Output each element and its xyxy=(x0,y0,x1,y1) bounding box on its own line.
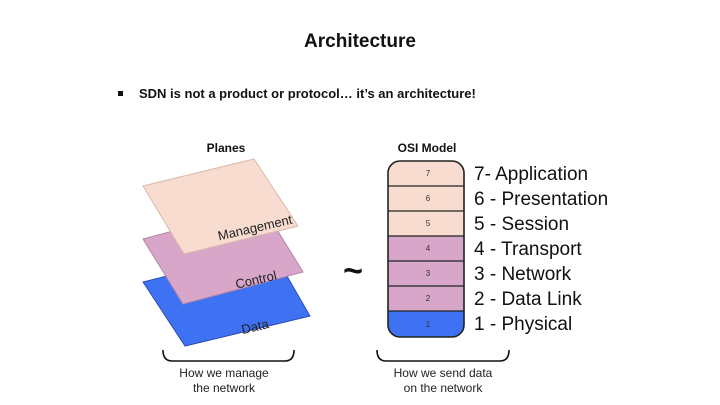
osi-layer-7 xyxy=(388,161,464,186)
planes-caption-line1: How we manage xyxy=(179,366,269,380)
osi-brace xyxy=(376,349,510,362)
osi-layer-2-name: 2 - Data Link xyxy=(474,289,582,310)
data-plane-label: Data xyxy=(240,316,271,337)
osi-layer-5-number: 5 xyxy=(426,219,431,228)
bullet-marker xyxy=(118,91,123,96)
osi-layer-1-number: 1 xyxy=(426,320,431,329)
osi-layer-1-name: 1 - Physical xyxy=(474,314,572,335)
osi-layer-7-name: 7- Application xyxy=(474,164,588,185)
osi-layer-1 xyxy=(388,311,464,337)
osi-layer-4 xyxy=(388,236,464,261)
tilde-symbol: ~ xyxy=(343,252,363,290)
bullet-text: SDN is not a product or protocol… it’s a… xyxy=(139,86,476,101)
osi-layer-4-number: 4 xyxy=(426,244,431,253)
osi-layer-6-number: 6 xyxy=(426,194,431,203)
osi-layer-4-name: 4 - Transport xyxy=(474,239,582,260)
osi-layer-7-number: 7 xyxy=(426,169,431,178)
osi-layer-6 xyxy=(388,186,464,211)
osi-layer-3-number: 3 xyxy=(426,269,431,278)
osi-layer-5-name: 5 - Session xyxy=(474,214,569,235)
bullet-point: SDN is not a product or protocol… it’s a… xyxy=(118,86,476,101)
planes-brace xyxy=(162,349,295,362)
osi-layer-3 xyxy=(388,261,464,286)
osi-layer-3-name: 3 - Network xyxy=(474,264,572,285)
osi-caption-line2: on the network xyxy=(404,381,484,395)
osi-stack xyxy=(388,161,464,337)
osi-heading: OSI Model xyxy=(398,141,457,155)
osi-caption-line1: How we send data xyxy=(394,366,493,380)
osi-layer-2 xyxy=(388,286,464,311)
osi-stack-outline xyxy=(387,160,465,338)
planes-caption-line2: the network xyxy=(193,381,256,395)
osi-layer-2-number: 2 xyxy=(426,294,431,303)
management-plane xyxy=(142,158,299,255)
osi-layer-6-name: 6 - Presentation xyxy=(474,189,608,210)
osi-layer-5 xyxy=(388,211,464,236)
planes-heading: Planes xyxy=(207,141,246,155)
slide-title: Architecture xyxy=(304,31,416,52)
